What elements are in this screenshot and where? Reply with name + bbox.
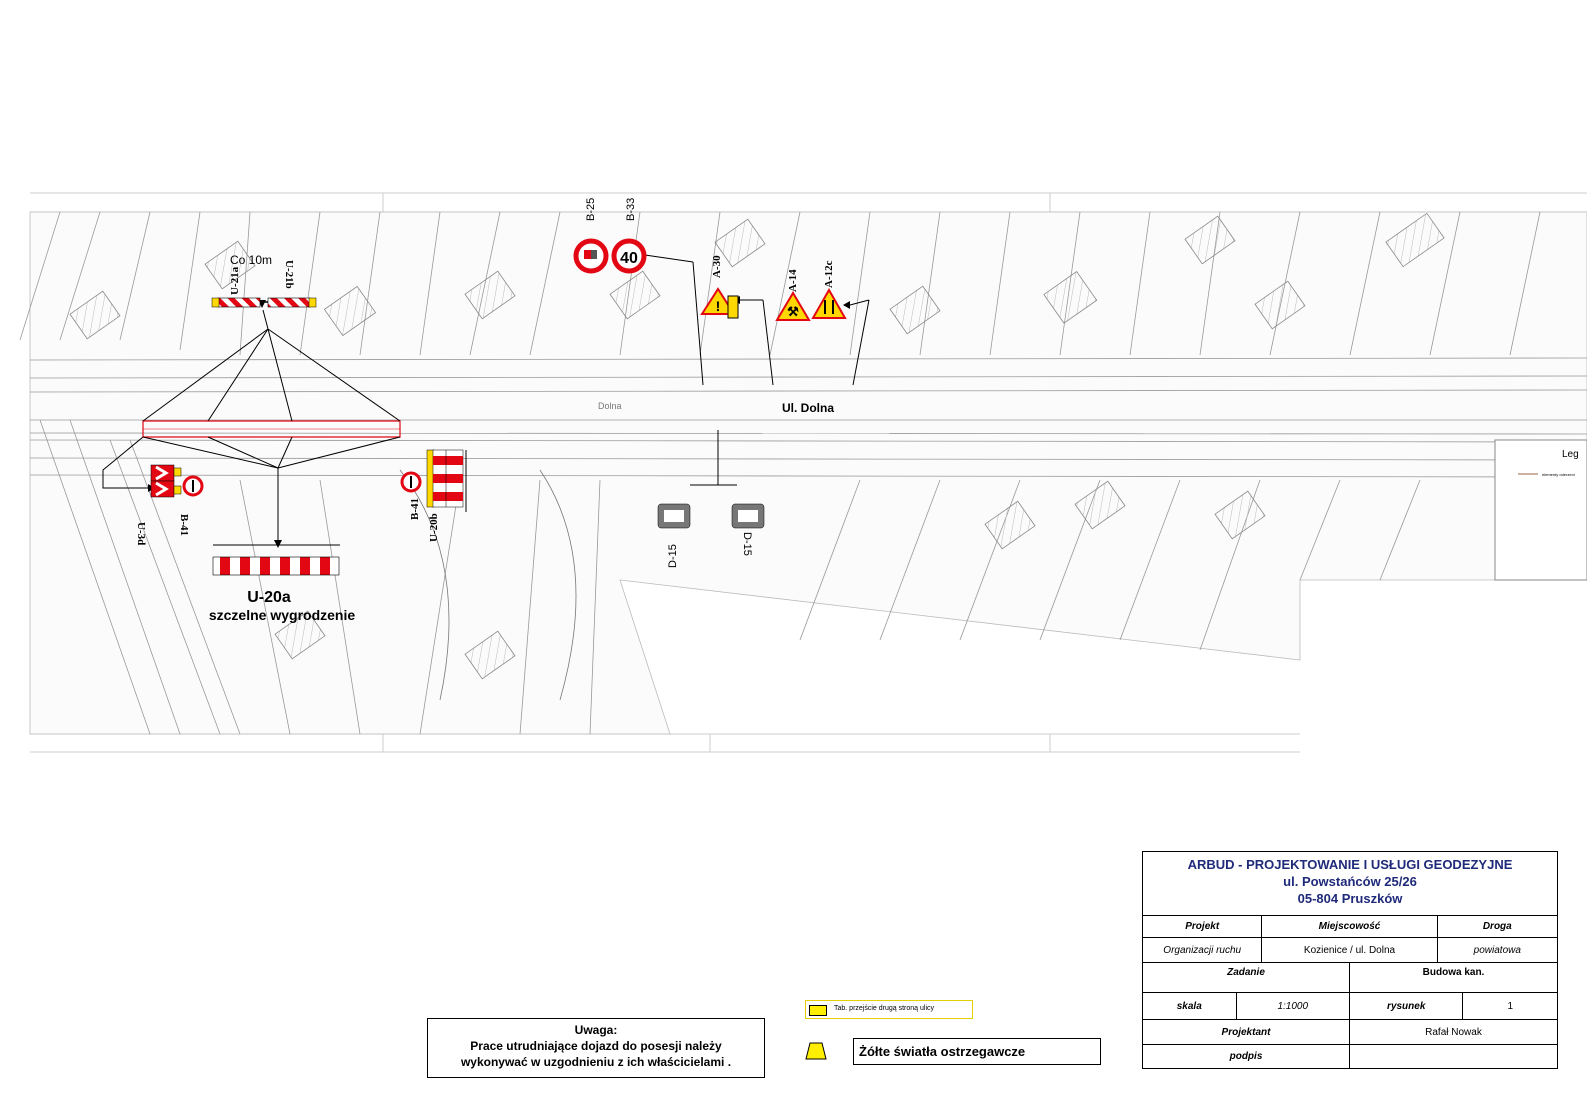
note-line1: Prace utrudniające dojazd do posesji nal…: [470, 1039, 722, 1053]
map-legend-fragment: Leg elementy oderzeni: [1494, 439, 1587, 581]
miejscowosc-value: Kozienice / ul. Dolna: [1262, 938, 1438, 962]
b41-left-label: B-41: [178, 514, 190, 536]
b33-label: B-33: [625, 198, 637, 221]
company-name: ARBUD - PROJEKTOWANIE I USŁUGI GEODEZYJN…: [1187, 857, 1513, 872]
leader-lines: [102, 254, 870, 546]
sign-d15-right: D-15: [731, 503, 765, 556]
note-box: Uwaga: Prace utrudniające dojazd do pose…: [427, 1018, 765, 1078]
d15-left-label: D-15: [667, 544, 679, 568]
u20a-label: U-20a: [247, 589, 291, 606]
map-legend-item: elementy oderzeni: [1542, 472, 1575, 477]
svg-text:!: !: [716, 298, 721, 314]
sign-b25: B-25: [573, 198, 609, 274]
projekt-label: Projekt: [1143, 916, 1263, 937]
sign-d15-left: D-15: [657, 503, 691, 568]
tb-skala-row: skala 1:1000 rysunek 1: [1143, 993, 1557, 1020]
projektant-value: Rafał Nowak: [1425, 1026, 1482, 1038]
sign-u20b: U-20b: [426, 449, 467, 542]
b25-label: B-25: [585, 198, 597, 221]
rysunek-label: rysunek: [1350, 993, 1464, 1019]
droga-label: Droga: [1482, 921, 1512, 932]
projekt-value: Organizacji ruchu: [1143, 938, 1263, 962]
podpis-value: [1350, 1045, 1557, 1068]
u20b-label: U-20b: [428, 513, 440, 542]
a14-label: A-14: [787, 269, 799, 292]
b41-right-label: B-41: [409, 498, 421, 520]
legend-yellow-lights: Żółte światła ostrzegawcze: [853, 1038, 1101, 1065]
projektant-label: Projektant: [1143, 1020, 1350, 1044]
street-label-faint: Dolna: [598, 401, 622, 411]
a12c-label: A-12c: [823, 260, 835, 288]
sign-a12c: A-12c: [811, 260, 847, 319]
yellow-tab-label: Tab. przejście drugą stroną ulicy: [834, 1005, 934, 1012]
company-city: 05-804 Pruszków: [1297, 891, 1403, 906]
sign-u20a: U-20a szczelne wygrodzenie: [209, 556, 355, 623]
legend-yellow-tab: Tab. przejście drugą stroną ulicy: [805, 1000, 973, 1019]
tb-projektant-row: Projektant Rafał Nowak: [1143, 1020, 1557, 1045]
map-legend-title: Leg: [1562, 449, 1579, 460]
sign-u21b: U-21b: [267, 260, 317, 308]
tb-zadanie-row: Zadanie Budowa kan.: [1143, 963, 1557, 993]
sign-a30: ! A-30: [700, 255, 739, 319]
sign-a14: ⚒ A-14: [775, 269, 811, 321]
u20a-desc: szczelne wygrodzenie: [209, 607, 355, 623]
u21b-label: U-21b: [283, 260, 295, 289]
b33-value: 40: [620, 250, 638, 267]
street-label: Ul. Dolna: [782, 401, 834, 415]
sign-b33: 40 B-33: [611, 198, 647, 274]
tb-podpis-row: podpis: [1143, 1045, 1557, 1068]
tb-header-row: Projekt Miejscowość Droga: [1143, 916, 1557, 938]
yellow-tab-swatch: [809, 1005, 827, 1016]
warning-light-icon: [805, 1042, 827, 1060]
sign-u21a: U-21a: [211, 266, 261, 308]
company-address: ul. Powstańców 25/26: [1283, 874, 1417, 889]
zadanie-value: Budowa kan.: [1422, 967, 1485, 978]
a30-label: A-30: [711, 255, 723, 278]
zadanie-label: Zadanie: [1143, 963, 1350, 992]
u3d-label: U-3d: [135, 522, 147, 545]
yellow-lights-label: Żółte światła ostrzegawcze: [859, 1044, 1026, 1059]
miejscowosc-label: Miejscowość: [1262, 916, 1438, 937]
sign-b41-right: B-41: [400, 471, 422, 520]
note-title: Uwaga:: [574, 1023, 618, 1037]
skala-value: 1:1000: [1237, 993, 1350, 1019]
tb-value-row: Organizacji ruchu Kozienice / ul. Dolna …: [1143, 938, 1557, 963]
rysunek-value: 1: [1507, 1000, 1513, 1012]
sign-u3d: U-3d: [135, 464, 182, 545]
svg-text:⚒: ⚒: [787, 304, 799, 319]
base-map: [19, 211, 1587, 735]
skala-label: skala: [1143, 993, 1237, 1019]
d15-right-label: D-15: [741, 532, 753, 556]
spacing-note: Co 10m: [230, 253, 272, 267]
u21a-label: U-21a: [229, 266, 241, 295]
note-line2: wykonywać w uzgodnieniu z ich właściciel…: [460, 1055, 732, 1069]
podpis-label: podpis: [1143, 1045, 1350, 1068]
title-block: ARBUD - PROJEKTOWANIE I USŁUGI GEODEZYJN…: [1142, 851, 1558, 1069]
sign-b41-left: B-41: [178, 475, 204, 536]
droga-value: powiatowa: [1473, 944, 1521, 956]
company-header: ARBUD - PROJEKTOWANIE I USŁUGI GEODEZYJN…: [1143, 852, 1557, 916]
